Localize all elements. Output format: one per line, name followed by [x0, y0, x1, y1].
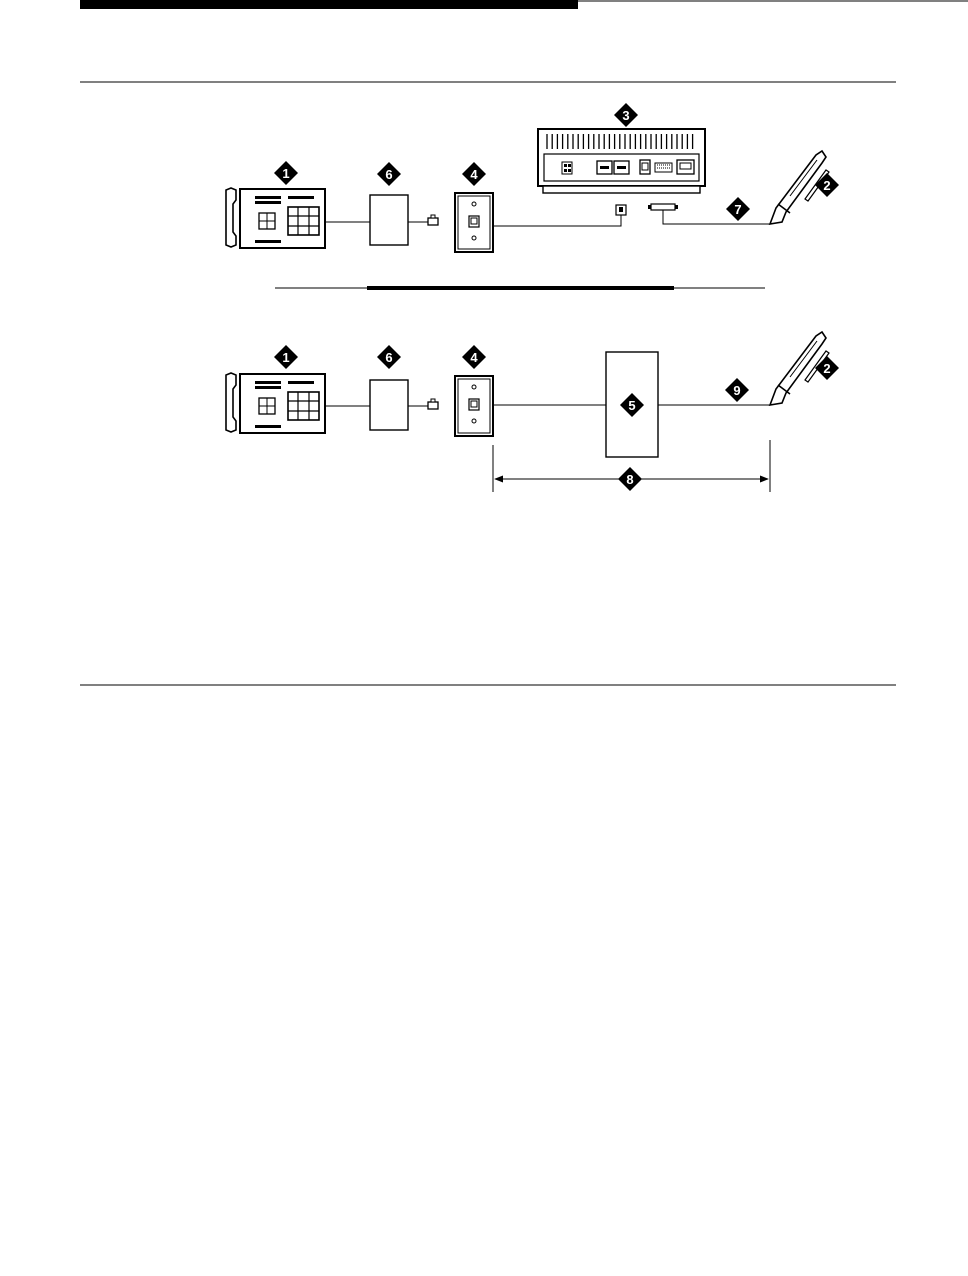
- svg-text:1: 1: [282, 350, 289, 365]
- config-separator-bar: [367, 286, 674, 290]
- svg-text:3: 3: [622, 108, 629, 123]
- callout-adapter-bottom: 6: [377, 345, 401, 369]
- svg-text:4: 4: [470, 350, 478, 365]
- callout-phone-top: 1: [274, 161, 298, 185]
- callout-distance: 8: [618, 467, 642, 491]
- callout-jack-top: 4: [462, 162, 486, 186]
- wall-jack-top: [455, 193, 493, 252]
- callout-chassis: 3: [614, 103, 638, 127]
- callout-cord-bottom: 2: [815, 356, 839, 380]
- wall-jack-bottom: [455, 376, 493, 436]
- chassis-amphenol-cable-top: [663, 210, 770, 224]
- phone-bottom: [226, 373, 325, 433]
- modular-plug-bottom: [428, 399, 438, 409]
- chassis-connector-plug: [616, 205, 626, 215]
- svg-text:6: 6: [385, 350, 392, 365]
- svg-text:5: 5: [628, 398, 635, 413]
- adapter-box-bottom: [370, 380, 408, 430]
- callout-jack-bottom: 4: [462, 345, 486, 369]
- svg-text:4: 4: [470, 167, 478, 182]
- svg-text:6: 6: [385, 167, 392, 182]
- adapter-box-top: [370, 195, 408, 245]
- svg-text:7: 7: [734, 202, 741, 217]
- callout-cable-top: 7: [726, 197, 750, 221]
- svg-text:9: 9: [733, 383, 740, 398]
- modular-plug-top: [428, 215, 438, 225]
- phone-top: [226, 188, 325, 248]
- callout-cable-bottom: 9: [725, 378, 749, 402]
- header-bar: [80, 0, 578, 9]
- callout-adapter-top: 6: [377, 162, 401, 186]
- jack-chassis-cable-top: [493, 215, 621, 226]
- svg-text:1: 1: [282, 166, 289, 181]
- callout-cord-top: 2: [815, 173, 839, 197]
- svg-text:2: 2: [823, 361, 830, 376]
- callout-phone-bottom: 1: [274, 345, 298, 369]
- svg-text:8: 8: [626, 472, 633, 487]
- svg-text:2: 2: [823, 178, 830, 193]
- chassis-ribbon-connector: [648, 204, 678, 210]
- chassis-unit: [538, 129, 705, 193]
